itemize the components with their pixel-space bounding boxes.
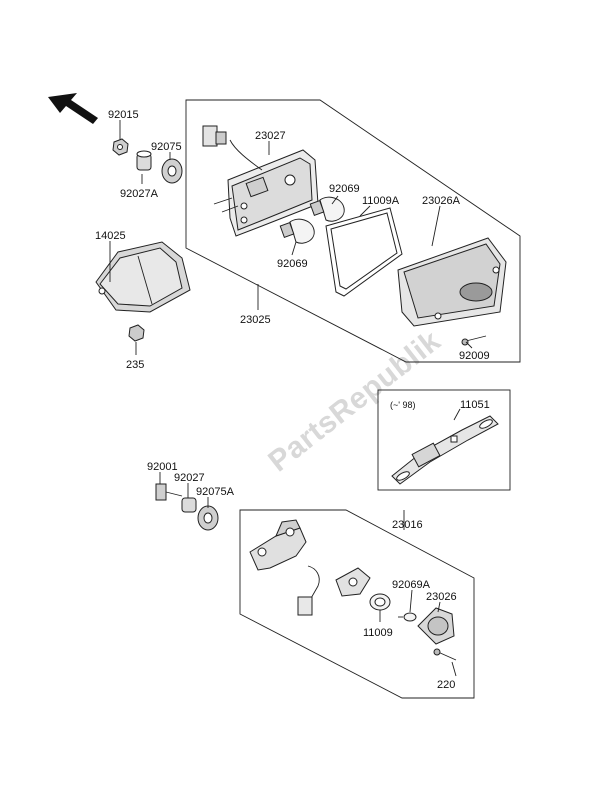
label-23027: 23027 (255, 130, 286, 142)
license-bracket-11051 (391, 415, 499, 485)
grommet-92075 (161, 158, 183, 184)
collar-92027 (181, 497, 197, 513)
label-220: 220 (437, 679, 455, 691)
bulb-92069A (398, 612, 417, 622)
label-11051: 11051 (460, 399, 490, 411)
label-92027: 92027 (174, 472, 205, 484)
grommet-92075A (197, 505, 219, 531)
wire-harness (297, 565, 320, 616)
label-14025: 14025 (95, 230, 126, 242)
label-23025: 23025 (240, 314, 271, 326)
bulb-92069-upper (309, 196, 345, 222)
label-11009A: 11009A (362, 195, 400, 207)
label-11009: 11009 (363, 627, 393, 639)
lamp-housing-23027 (213, 139, 319, 237)
label-23026A: 23026A (422, 195, 461, 207)
screw-92009 (461, 335, 487, 346)
label-92001: 92001 (147, 461, 178, 473)
cover-14025 (95, 241, 191, 313)
label-23026: 23026 (426, 591, 457, 603)
lamp-socket (335, 567, 371, 597)
label-92069A: 92069A (392, 579, 431, 591)
gasket-11009A (325, 207, 403, 297)
assembly-outline-23016 (239, 509, 475, 699)
collar-92027A (136, 150, 152, 171)
label-92009: 92009 (459, 350, 490, 362)
bracket-box-11051 (377, 389, 511, 491)
note-fitment: (~' 98) (390, 400, 415, 410)
bolt-92001 (155, 483, 183, 501)
label-92075A: 92075A (196, 486, 235, 498)
label-92069-upper: 92069 (329, 183, 360, 195)
label-92015: 92015 (108, 109, 139, 121)
assembly-outline-23025 (185, 99, 521, 363)
label-92075: 92075 (151, 141, 182, 153)
label-92069-lower: 92069 (277, 258, 308, 270)
bulb-92069-lower (279, 218, 315, 244)
nut-92015 (112, 138, 129, 156)
bracket-plate (249, 519, 307, 571)
direction-arrow-icon (48, 93, 98, 124)
bolt-235 (128, 324, 145, 342)
lens-23026A (397, 237, 507, 327)
label-23016: 23016 (392, 519, 423, 531)
gasket-11009 (369, 593, 391, 611)
wire-connector (202, 125, 227, 147)
lens-23026 (417, 607, 455, 645)
label-92027A: 92027A (120, 188, 159, 200)
screw-220 (433, 648, 457, 661)
label-235: 235 (126, 359, 144, 371)
leader-lines (109, 120, 473, 677)
